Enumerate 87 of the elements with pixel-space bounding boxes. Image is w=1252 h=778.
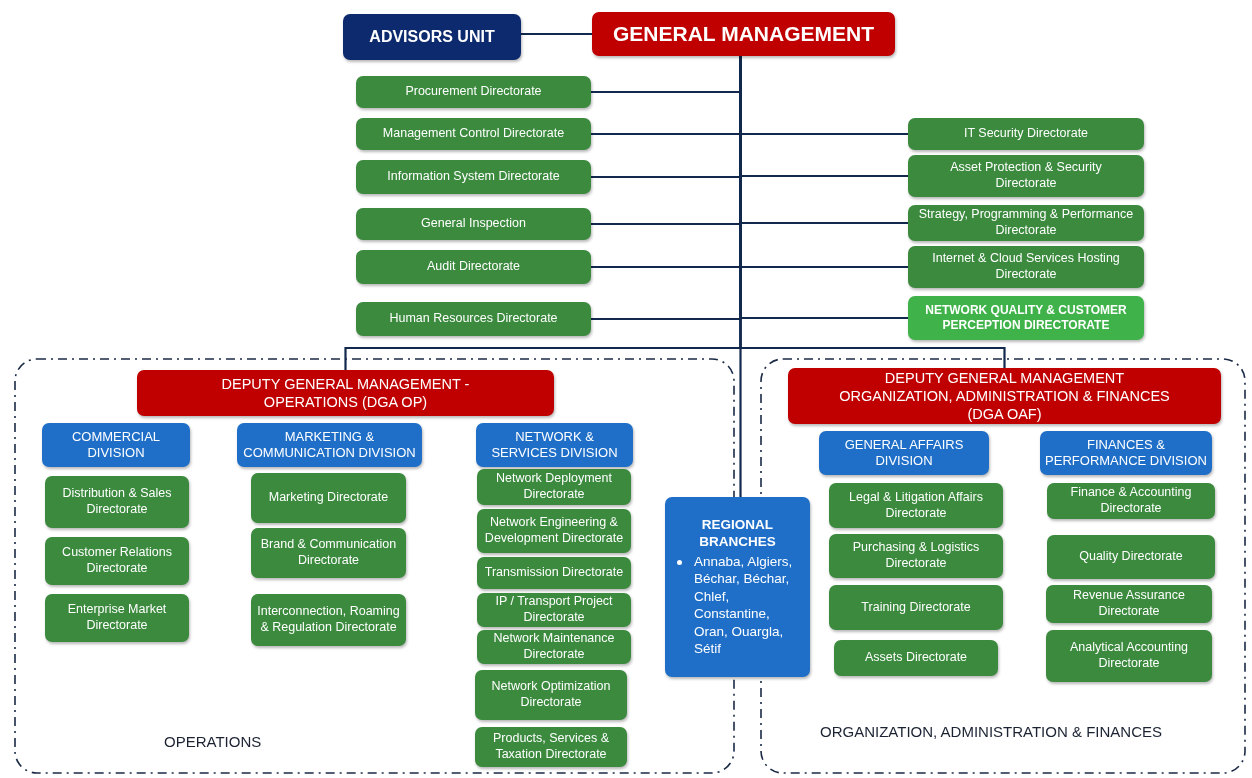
- node-label: NETWORK QUALITY & CUSTOMER PERCEPTION DIRECTORATE: [924, 303, 1128, 333]
- node-label: Purchasing & Logistics Directorate: [851, 540, 981, 572]
- node-label: Audit Directorate: [426, 259, 521, 275]
- connector-line: [521, 32, 592, 36]
- directorate-box: [45, 594, 189, 642]
- directorate-box: [356, 76, 591, 108]
- directorate-box: [251, 594, 406, 646]
- directorate-box: [356, 208, 591, 240]
- unit-box: [343, 14, 521, 60]
- node-label: Finance & Accounting Directorate: [1069, 485, 1193, 517]
- node-label: Management Control Directorate: [382, 126, 565, 142]
- node-label: Strategy, Programming & Performance Directorate: [917, 207, 1135, 239]
- branch-list: Annaba, Algiers, Béchar, Béchar, Chlef, Constantine, Oran, Ouargla, Sétif: [694, 552, 800, 659]
- directorate-box: [356, 118, 591, 150]
- node-label: General Inspection: [421, 216, 526, 232]
- node-label: Transmission Directorate: [484, 565, 624, 581]
- node-label: Network Engineering & Development Directorate: [483, 515, 625, 547]
- deputy-management-box: [788, 368, 1221, 424]
- node-label: Asset Protection & Security Directorate: [949, 160, 1103, 192]
- node-label: Analytical Accounting Directorate: [1068, 640, 1190, 672]
- directorate-box: [251, 473, 406, 523]
- node-label: Revenue Assurance Directorate: [1072, 588, 1186, 620]
- directorate-box: [829, 585, 1003, 630]
- node-label: Distribution & Sales Directorate: [61, 486, 173, 518]
- directorate-box: [1046, 630, 1212, 682]
- management-box: [592, 12, 895, 56]
- division-box: [819, 431, 989, 475]
- group-label: OPERATIONS: [164, 733, 262, 750]
- node-label: Training Directorate: [861, 599, 971, 616]
- directorate-box: [477, 630, 631, 664]
- node-label: Legal & Litigation Affairs Directorate: [848, 489, 984, 522]
- node-label: Procurement Directorate: [405, 84, 542, 100]
- node-label: GENERAL MANAGEMENT: [613, 20, 874, 47]
- directorate-box: [1046, 585, 1212, 623]
- node-label: MARKETING & COMMUNICATION DIVISION: [242, 428, 417, 462]
- node-label: Network Maintenance Directorate: [492, 631, 616, 663]
- directorate-box: [834, 640, 998, 676]
- division-box: [476, 423, 633, 467]
- node-label: Network Deployment Directorate: [495, 471, 613, 503]
- directorate-box: [1047, 483, 1215, 519]
- division-box: [42, 423, 190, 467]
- node-label: Brand & Communication Directorate: [259, 537, 398, 569]
- group-label: ORGANIZATION, ADMINISTRATION & FINANCES: [820, 723, 1162, 740]
- directorate-box: [908, 118, 1144, 150]
- directorate-box: [908, 155, 1144, 197]
- node-label: FINANCES & PERFORMANCE DIVISION: [1045, 436, 1207, 470]
- node-label: Marketing Directorate: [268, 490, 389, 506]
- directorate-box: [1047, 535, 1215, 579]
- node-label: DEPUTY GENERAL MANAGEMENT ORGANIZATION, ADMINISTRATION & FINANCES (DGA OAF): [838, 368, 1171, 424]
- directorate-box: [356, 302, 591, 336]
- directorate-box: [477, 593, 631, 627]
- node-label: IP / Transport Project Directorate: [494, 594, 614, 626]
- node-label: Quality Directorate: [1079, 549, 1183, 565]
- node-label: IT Security Directorate: [963, 126, 1089, 142]
- node-label: GENERAL AFFAIRS DIVISION: [843, 436, 965, 470]
- directorate-box: [829, 534, 1003, 578]
- node-label: REGIONAL BRANCHES: [698, 517, 777, 551]
- node-label: Internet & Cloud Services Hosting Directorate: [931, 251, 1121, 283]
- node-label: ADVISORS UNIT: [369, 27, 495, 47]
- directorate-box: [475, 670, 627, 720]
- node-label: Network Optimization Directorate: [490, 679, 612, 711]
- node-label: Enterprise Market Directorate: [66, 602, 168, 634]
- node-label: DEPUTY GENERAL MANAGEMENT - OPERATIONS (DGA OP): [220, 374, 471, 412]
- directorate-box: [475, 727, 627, 767]
- node-label: Products, Services & Taxation Directorate: [492, 731, 610, 763]
- regional-branches-box: [665, 497, 810, 677]
- directorate-box: [45, 537, 189, 585]
- directorate-box: [477, 509, 631, 553]
- directorate-box: [908, 246, 1144, 288]
- directorate-box: [251, 528, 406, 578]
- node-label: Human Resources Directorate: [389, 311, 558, 327]
- directorate-box: [356, 160, 591, 194]
- node-label: NETWORK & SERVICES DIVISION: [490, 428, 619, 462]
- node-label: COMMERCIAL DIVISION: [70, 428, 162, 462]
- node-label: Interconnection, Roaming & Regulation Directorate: [256, 604, 401, 636]
- directorate-box: [477, 469, 631, 505]
- directorate-box: [356, 250, 591, 284]
- node-label: Customer Relations Directorate: [61, 545, 173, 577]
- directorate-box: [908, 296, 1144, 340]
- directorate-box: [829, 483, 1003, 528]
- connector-line: [739, 56, 742, 497]
- directorate-box: [45, 476, 189, 528]
- node-label: Information System Directorate: [387, 169, 560, 185]
- node-label: Assets Directorate: [864, 650, 968, 666]
- directorate-box: [477, 557, 631, 589]
- directorate-box: [908, 205, 1144, 241]
- deputy-management-box: [137, 370, 554, 416]
